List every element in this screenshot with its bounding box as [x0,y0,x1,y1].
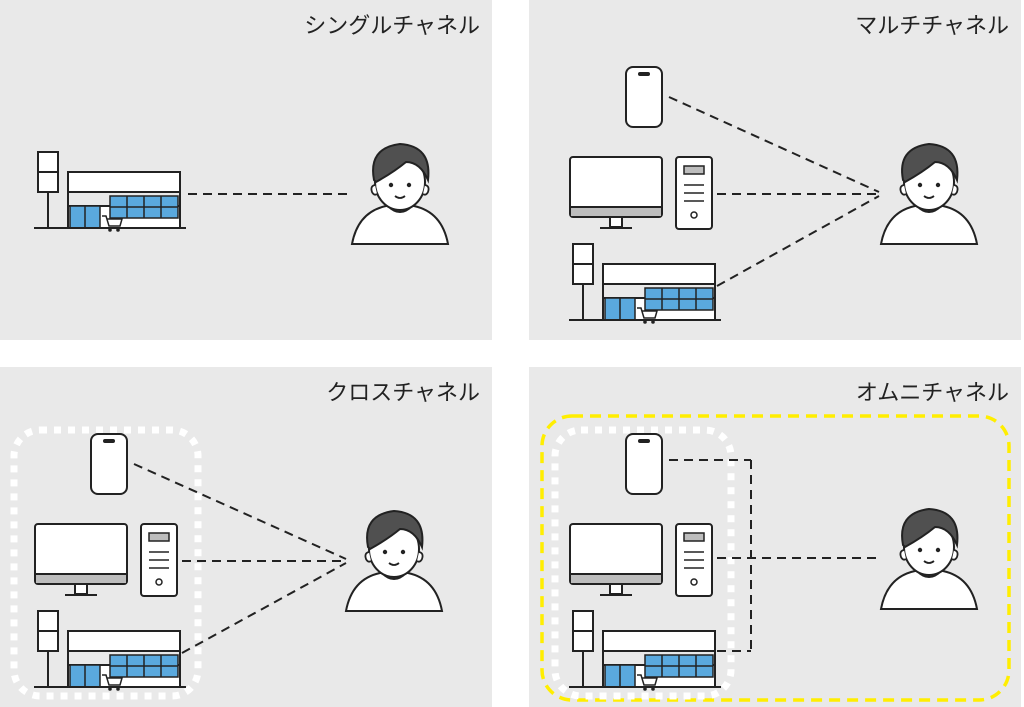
connection-line [133,463,347,560]
channel-group-border [10,426,202,700]
store-icon [33,610,187,692]
smartphone-icon [625,66,663,128]
store-icon [568,243,722,325]
panel-omni-channel: オムニチャネル [529,367,1021,707]
store-icon [33,151,187,233]
channel-group-border [551,426,735,700]
multi-channel-diagram [568,66,978,325]
panel-cross-channel: クロスチャネル [0,367,492,707]
connection-line [668,96,880,193]
smartphone-icon [625,433,663,495]
omni-highlight-border [540,414,1011,702]
panel-title: シングルチャネル [304,14,480,39]
panel-multi-channel: マルチチャネル [529,0,1021,340]
smartphone-icon [90,433,128,495]
panel-title: マルチチャネル [855,14,1009,39]
panel-single-channel: シングルチャネル [0,0,492,340]
panel-title: クロスチャネル [326,381,480,406]
omni-channel-diagram [540,414,1011,702]
connection-line [181,562,347,654]
cross-channel-diagram [10,426,443,700]
desktop-pc-icon [34,523,178,597]
panel-title: オムニチャネル [855,381,1009,406]
person-icon [351,143,449,245]
single-channel-diagram [33,143,449,245]
desktop-pc-icon [569,156,713,230]
person-icon [345,510,443,612]
person-icon [880,143,978,245]
person-icon [880,508,978,610]
connection-line [716,195,880,287]
store-icon [568,610,722,692]
desktop-pc-icon [569,523,713,597]
